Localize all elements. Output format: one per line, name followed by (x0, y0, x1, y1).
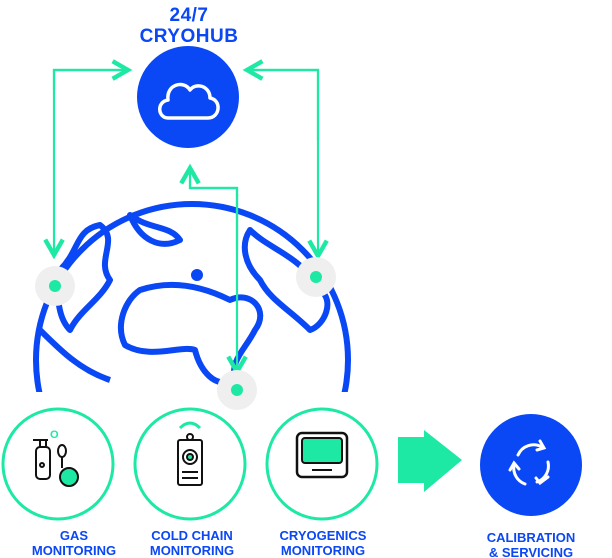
connection-dots (35, 257, 336, 410)
globe (33, 201, 351, 392)
refresh-cycle-icon (508, 439, 550, 486)
label-line: MONITORING (280, 543, 366, 558)
svg-text:O: O (50, 429, 59, 441)
label-line: MONITORING (31, 543, 117, 558)
cold-chain-node[interactable] (133, 407, 247, 521)
arrow-right-icon (398, 430, 462, 492)
label-line: CRYOGENICS (279, 528, 367, 543)
gas-cylinder-icon: O (33, 429, 79, 487)
label-line: GAS (59, 528, 89, 543)
title-line-2: CRYOHUB (139, 26, 239, 47)
cloud-icon (158, 82, 220, 120)
cryogenics-node[interactable] (265, 407, 379, 521)
calibration-node[interactable] (480, 414, 582, 516)
gas-monitoring-node[interactable]: O (1, 407, 115, 521)
wireless-sensor-icon (177, 421, 203, 486)
label-line: COLD CHAIN (151, 528, 233, 543)
hub-title: 24/7 CRYOHUB (89, 5, 289, 47)
label-line: CALIBRATION (486, 530, 576, 545)
label-line: MONITORING (149, 543, 235, 558)
cloud-hub[interactable] (137, 46, 239, 148)
calibration-label: CALIBRATION& SERVICING (461, 530, 601, 558)
label-line: & SERVICING (488, 545, 574, 558)
connector-lines (54, 70, 318, 372)
title-line-1: 24/7 (169, 5, 209, 26)
monitor-icon (295, 431, 349, 479)
